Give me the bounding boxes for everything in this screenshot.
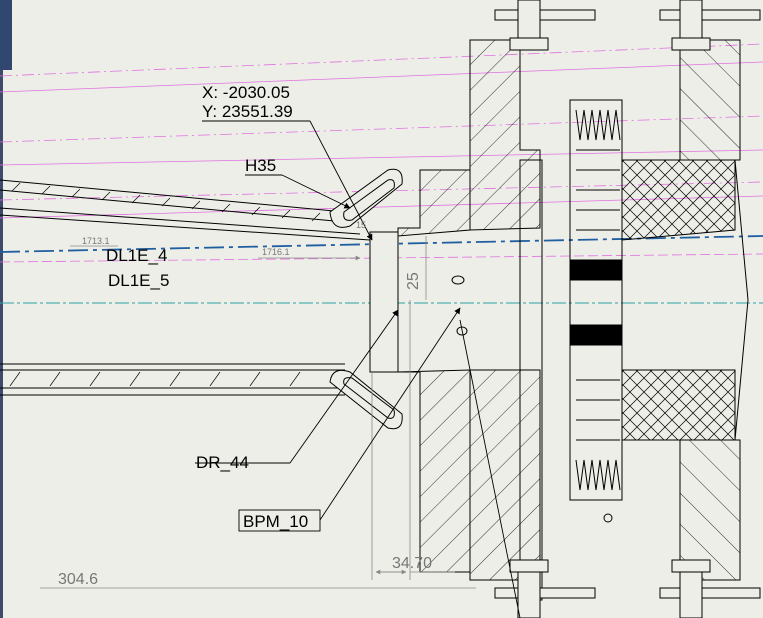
dimension-304-6[interactable]: 304.6 bbox=[58, 571, 98, 588]
bolt-assembly-bottom bbox=[494, 559, 761, 618]
bolt-assembly-top bbox=[494, 0, 761, 51]
outer-flange bbox=[621, 39, 749, 581]
label-h35[interactable]: H35 bbox=[245, 156, 276, 175]
construction-lines bbox=[0, 43, 763, 263]
bpm-body bbox=[369, 169, 471, 573]
window-edge bbox=[0, 0, 3, 618]
dimension-15[interactable]: 15 bbox=[356, 220, 366, 230]
cursor-x-readout: X: -2030.05 bbox=[202, 83, 290, 102]
bellows bbox=[569, 99, 623, 523]
label-dl1e-4[interactable]: DL1E_4 bbox=[106, 246, 167, 265]
cursor-y-readout: Y: 23551.39 bbox=[202, 102, 293, 121]
window-edge-accent bbox=[0, 0, 12, 70]
label-bpm-10[interactable]: BPM_10 bbox=[243, 512, 308, 531]
label-dl1e-5[interactable]: DL1E_5 bbox=[108, 271, 169, 290]
label-dr-44[interactable]: DR_44 bbox=[196, 453, 249, 472]
dimension-34-70[interactable]: 34.70 bbox=[392, 555, 432, 572]
upper-beam-pipe bbox=[0, 179, 371, 241]
leader-lines bbox=[195, 120, 521, 618]
flange-body bbox=[469, 39, 543, 601]
dimension-graphics bbox=[40, 236, 476, 589]
lower-beam-pipe bbox=[0, 363, 345, 396]
label-bpm-10-box bbox=[238, 509, 321, 532]
dimension-1713-1[interactable]: 1713.1 bbox=[82, 236, 110, 246]
pipe-clamp-upper bbox=[329, 168, 403, 228]
dimension-25[interactable]: 25 bbox=[405, 272, 422, 290]
pipe-clamp-lower bbox=[329, 369, 403, 430]
dimension-1716-1[interactable]: 1716.1 bbox=[262, 247, 290, 257]
